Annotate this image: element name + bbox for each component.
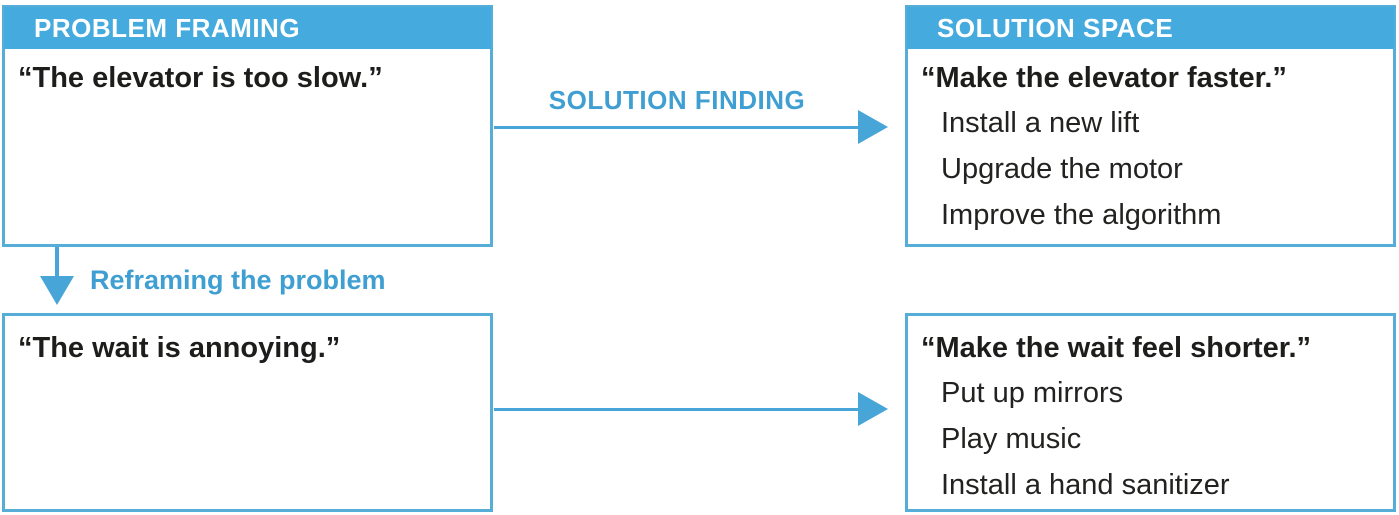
solution-item: Put up mirrors — [941, 377, 1124, 409]
problem-quote: “The elevator is too slow.” — [18, 62, 383, 94]
reframing-label: Reframing the problem — [90, 265, 386, 295]
reframed-solution-box: “Make the wait feel shorter.” Put up mir… — [905, 313, 1396, 512]
problem-framing-body: “The elevator is too slow.” — [5, 48, 490, 108]
problem-quote: “The wait is annoying.” — [18, 332, 341, 364]
reframed-solution-body: “Make the wait feel shorter.” Put up mir… — [908, 316, 1393, 515]
problem-framing-header: PROBLEM FRAMING — [4, 7, 491, 49]
arrowhead-right-icon — [858, 110, 888, 144]
arrowhead-down-icon — [40, 276, 74, 305]
reframed-problem-box: “The wait is annoying.” — [2, 313, 493, 512]
problem-framing-box: PROBLEM FRAMING “The elevator is too slo… — [2, 5, 493, 247]
solution-space-box: SOLUTION SPACE “Make the elevator faster… — [905, 5, 1396, 247]
solution-item: Improve the algorithm — [941, 199, 1222, 231]
solution-item: Play music — [941, 423, 1082, 455]
solution-space-body: “Make the elevator faster.” Install a ne… — [908, 48, 1393, 246]
reframed-problem-body: “The wait is annoying.” — [5, 316, 490, 378]
solution-item: Install a new lift — [941, 107, 1140, 139]
solution-finding-arrow-line — [494, 126, 860, 129]
solution-item: Upgrade the motor — [941, 153, 1183, 185]
solution-quote: “Make the elevator faster.” — [921, 62, 1287, 94]
solution-space-header: SOLUTION SPACE — [907, 7, 1394, 49]
solution-finding-label: SOLUTION FINDING — [548, 85, 806, 115]
reframed-solution-arrow-line — [494, 408, 860, 411]
solution-item: Install a hand sanitizer — [941, 469, 1230, 501]
reframing-arrow-stem — [55, 247, 59, 278]
solution-quote: “Make the wait feel shorter.” — [921, 332, 1312, 364]
arrowhead-right-icon — [858, 392, 888, 426]
